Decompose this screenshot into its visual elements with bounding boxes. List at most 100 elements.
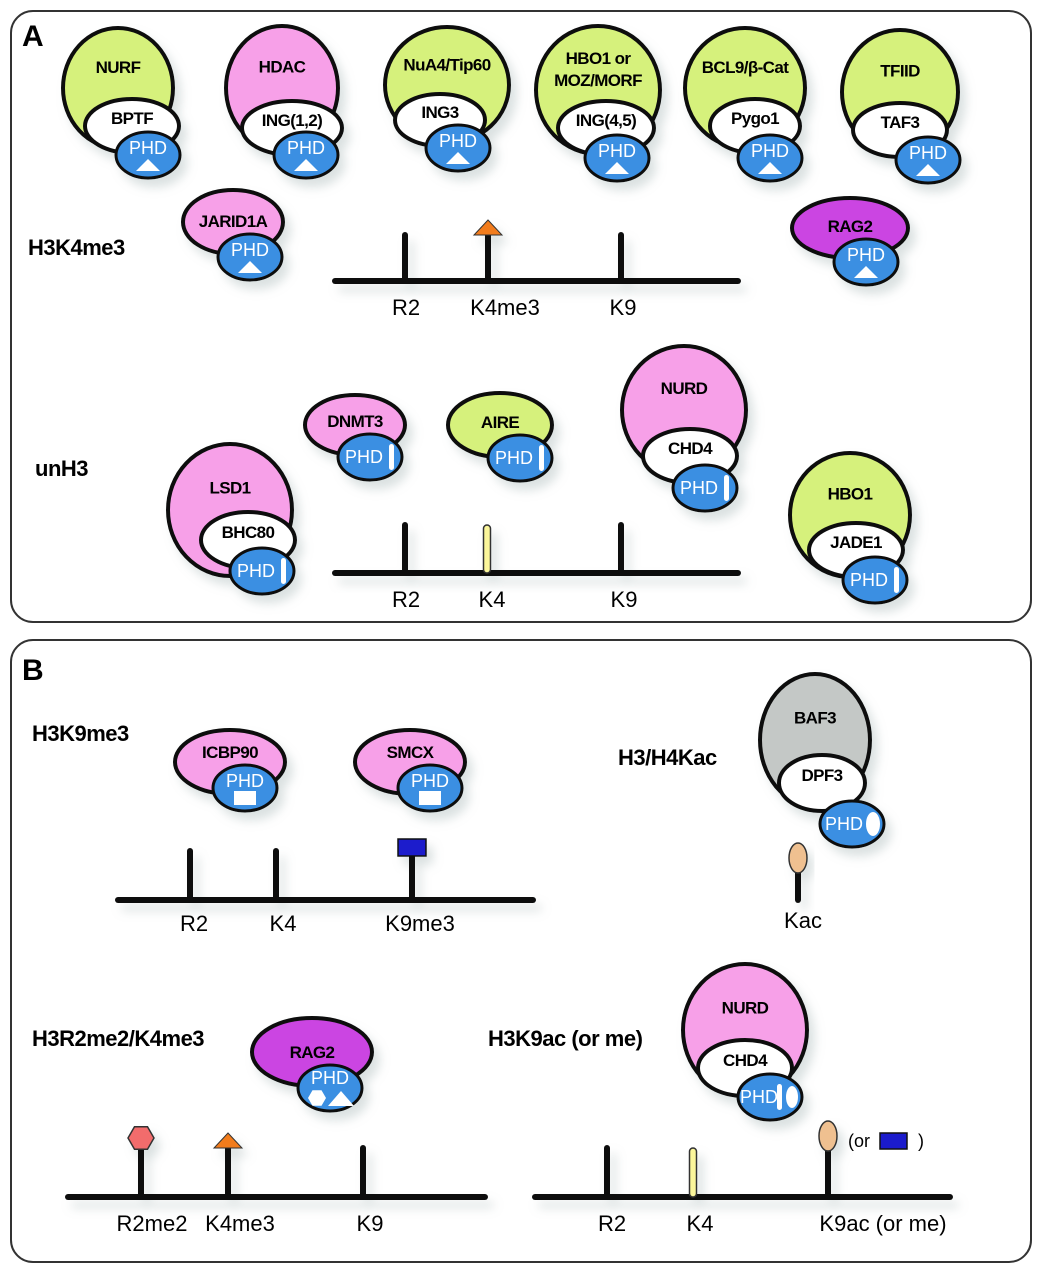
phd-label: PHD: [847, 245, 885, 265]
complex-label: DNMT3: [327, 412, 383, 431]
phd-domain: PHD: [832, 237, 900, 287]
subunit-label: CHD4: [668, 439, 713, 458]
residue-k4: [688, 1147, 698, 1198]
subunit-label: ING(4,5): [576, 111, 636, 130]
triangle-pocket-icon: [238, 261, 262, 273]
complex-label: RAG2: [828, 217, 873, 236]
phd-domain: PHD: [583, 133, 651, 183]
complex-label: NURF: [96, 58, 141, 77]
phd-label: PHD: [909, 143, 947, 163]
complex-label: NuA4/Tip60: [403, 56, 490, 75]
trimethyl-triangle-icon: [212, 1132, 244, 1149]
subunit-shape: [777, 753, 867, 813]
subunit-label: ING(1,2): [262, 111, 322, 130]
dimethyl-hexagon-icon: [127, 1125, 155, 1151]
phd-label: PHD: [598, 141, 636, 161]
subunit-label: ING3: [421, 103, 458, 122]
complex-label: HBO1: [828, 485, 873, 504]
bar-pocket-icon: [281, 558, 286, 584]
histone-tail: [788, 842, 808, 903]
trimethyl-triangle-icon: [472, 219, 504, 236]
panel-b-frame: [10, 639, 1032, 1263]
histone-tail: [332, 522, 741, 576]
complex-label: HDAC: [259, 58, 306, 77]
phd-domain: PHD: [396, 763, 464, 813]
phd-domain: PHD: [841, 555, 909, 605]
bar-pocket-icon: [724, 475, 729, 501]
triangle-pocket-icon: [328, 1091, 354, 1106]
phd-label: PHD: [439, 131, 477, 151]
phd-label: PHD: [237, 561, 275, 581]
subunit-label: CHD4: [723, 1051, 768, 1070]
alternative-note-close: ): [918, 1131, 924, 1151]
complex-nurf: NURF BPTF PHD: [61, 26, 182, 180]
complex-label: HBO1 or: [566, 49, 632, 68]
histone-mark-label: H3K9ac (or me): [488, 1026, 643, 1051]
triangle-pocket-icon: [854, 266, 878, 278]
residue-label: K9: [357, 1211, 384, 1236]
oval-pocket-icon: [786, 1086, 798, 1108]
phd-domain: PHD: [736, 1072, 804, 1122]
histone-mark-label: H3K9me3: [32, 721, 129, 746]
complex-label: NURD: [661, 379, 708, 398]
phd-label: PHD: [311, 1068, 349, 1088]
bar-pocket-icon: [539, 445, 544, 471]
complex-label: RAG2: [290, 1043, 335, 1062]
bar-pocket-icon: [389, 444, 394, 470]
acetyl-oval-icon: [818, 1120, 838, 1152]
phd-domain: PHD: [228, 546, 296, 596]
subunit-label: BHC80: [222, 523, 275, 542]
phd-domain: PHD: [894, 135, 962, 185]
residue-label: K9: [611, 587, 638, 612]
subunit-label: BPTF: [111, 109, 153, 128]
histone-tail: [332, 219, 741, 284]
histone-mark-label: H3R2me2/K4me3: [32, 1026, 204, 1051]
phd-label: PHD: [680, 478, 718, 498]
histone-mark-label: unH3: [35, 456, 88, 481]
complex-label: LSD1: [209, 479, 250, 498]
subunit-label: Pygo1: [731, 109, 779, 128]
residue-r2me2: [127, 1125, 155, 1200]
phd-label: PHD: [345, 447, 383, 467]
residue-k9ac: [818, 1120, 838, 1200]
phd-domain: PHD: [272, 130, 340, 180]
triangle-pocket-icon: [294, 159, 318, 171]
residue-label: R2: [598, 1211, 626, 1236]
phd-label: PHD: [495, 448, 533, 468]
alternative-note-open: (or: [848, 1131, 870, 1151]
residue-label: R2: [392, 295, 420, 320]
bar-pocket-icon: [777, 1084, 782, 1110]
square-pocket-icon: [419, 791, 441, 805]
phd-domain: PHD: [114, 130, 182, 180]
residue-label: K9: [610, 295, 637, 320]
residue-k4: [482, 524, 492, 574]
complex-label: AIRE: [481, 413, 519, 432]
phd-label: PHD: [850, 570, 888, 590]
phd-domain: PHD: [671, 463, 739, 513]
acetyl-oval-icon: [788, 842, 808, 874]
subunit-label: TAF3: [881, 113, 920, 132]
residue-label: K4: [687, 1211, 714, 1236]
phd-domain: PHD: [424, 123, 492, 173]
histone-mark-label: H3/H4Kac: [618, 745, 717, 770]
residue-label: Kac: [784, 908, 822, 933]
complex-label: SMCX: [387, 743, 435, 762]
unmodified-residue-stick: [688, 1147, 698, 1198]
methyl-square-icon: [879, 1132, 908, 1150]
phd-domain: PHD: [818, 799, 886, 849]
complex-hdac: HDAC ING(1,2)PHD: [224, 24, 344, 180]
phd-label: PHD: [129, 138, 167, 158]
square-pocket-icon: [234, 791, 256, 805]
phd-label: PHD: [231, 240, 269, 260]
residue-label: R2: [392, 587, 420, 612]
triangle-pocket-icon: [136, 159, 160, 171]
residue-k9me3: [397, 838, 427, 903]
triangle-pocket-icon: [758, 162, 782, 174]
